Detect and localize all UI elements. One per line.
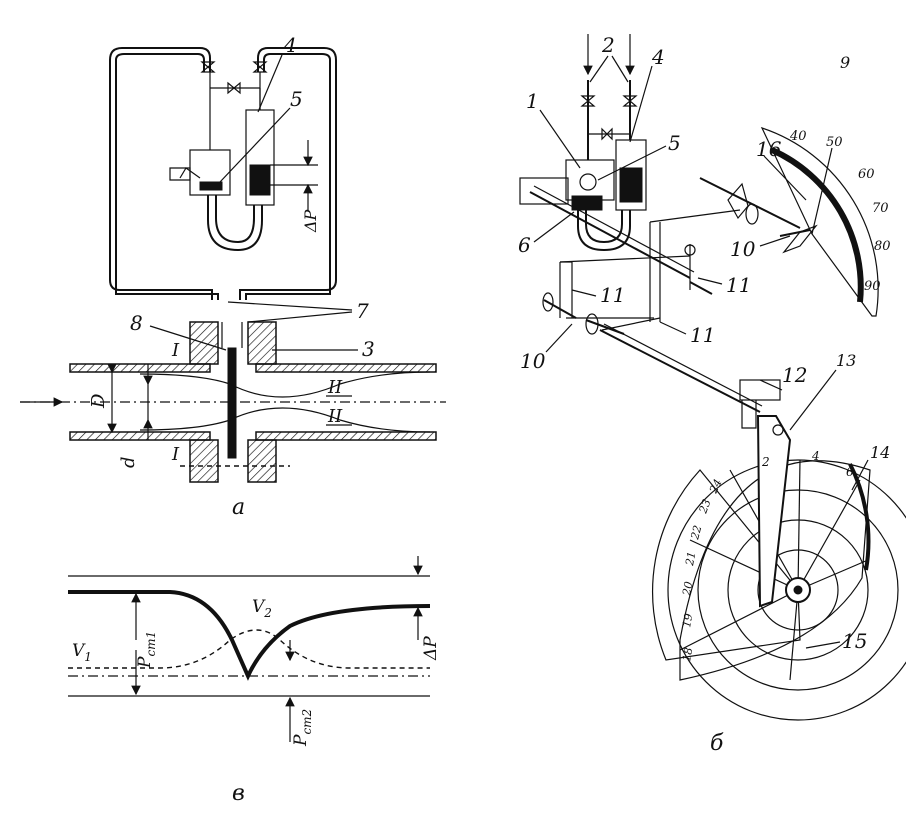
- label-a-5: 5: [290, 87, 303, 111]
- pipe-wall-top-left: [69, 363, 211, 373]
- dial-tick-50: 50: [826, 135, 843, 150]
- chart-tick-2: 2: [761, 455, 770, 469]
- label-b-4: 4: [651, 45, 665, 69]
- label-v-Pst2: Pст2: [291, 709, 314, 747]
- label-b-6: 6: [518, 233, 531, 257]
- flange-top-right: [247, 321, 277, 365]
- label-a-I-top: I: [171, 340, 180, 361]
- impulse-line-right-inner: [245, 53, 331, 300]
- rod-to-recorder: [599, 329, 761, 413]
- caption-v: в: [232, 781, 245, 806]
- label-b-10b: 10: [730, 237, 756, 261]
- panel-a: ΔP 4 5 7 D d I: [20, 33, 446, 520]
- label-b-11b: 11: [726, 273, 751, 297]
- label-a-II-top: II: [327, 377, 343, 398]
- float-chamber-b: [565, 159, 615, 201]
- u-tube-b: [577, 210, 631, 252]
- label-b-15: 15: [842, 629, 867, 653]
- dial-tick-70: 70: [872, 201, 889, 216]
- label-b-14: 14: [870, 443, 890, 462]
- label-a-3: 3: [362, 337, 375, 361]
- impulse-line-left-inner: [115, 53, 219, 300]
- pipe-wall-bottom-left: [69, 431, 211, 441]
- label-b-9: 9: [840, 53, 850, 72]
- label-v-V2: V2: [252, 597, 272, 620]
- caption-a: а: [232, 495, 245, 520]
- velocity-curve: [68, 629, 430, 669]
- chart-tick-24: 24: [707, 477, 725, 496]
- valve-left: [200, 61, 216, 73]
- label-v-dP: ΔP: [421, 636, 441, 661]
- label-b-12: 12: [782, 363, 807, 387]
- chart-tick-21: 21: [683, 550, 698, 567]
- label-v-V1: V1: [72, 641, 92, 664]
- label-b-10a: 10: [520, 349, 546, 373]
- flange-bottom-right: [247, 439, 277, 483]
- label-a-D: D: [88, 393, 109, 409]
- dial-tick-90: 90: [864, 279, 881, 294]
- dial-tick-40: 40: [789, 129, 807, 144]
- label-b-16: 16: [756, 137, 782, 161]
- label-b-11c: 11: [690, 323, 715, 347]
- label-a-dP: ΔP: [301, 209, 320, 233]
- streamline-bottom: [139, 407, 431, 433]
- dial-tick-60: 60: [858, 167, 875, 182]
- chart-tick-18: 18: [680, 646, 695, 662]
- chart-tick-23: 23: [696, 497, 713, 516]
- lever-11-mid: [649, 222, 661, 322]
- label-b-11a: 11: [600, 283, 625, 307]
- caption-b: б: [710, 731, 724, 756]
- panel-v: Pст1 V1 V2 Pст2 ΔP в: [68, 556, 441, 806]
- shaft-main: [529, 191, 691, 279]
- label-b-5: 5: [668, 131, 681, 155]
- chart-tick-19: 19: [680, 612, 695, 628]
- dial-needle: [811, 147, 833, 235]
- recorder-chart-15: [679, 460, 871, 681]
- indicator-dial-9: [760, 126, 879, 317]
- panel-b: 2 1 4 5 6: [518, 33, 906, 756]
- flange-bottom-left: [189, 439, 219, 483]
- pen-arm-13: [756, 415, 792, 608]
- label-b-13: 13: [836, 351, 856, 370]
- label-b-2: 2: [601, 33, 615, 57]
- label-a-8: 8: [130, 311, 143, 335]
- pointer-10: [782, 224, 818, 254]
- pipe-wall-bottom-right: [255, 431, 437, 441]
- carriage-12: [739, 379, 781, 401]
- chart-tick-22: 22: [688, 524, 704, 542]
- pressure-curve: [68, 590, 431, 681]
- vessel-4: [245, 109, 275, 206]
- dial-scale-arc: [770, 147, 864, 303]
- float-vessel-4: [249, 164, 271, 196]
- valve-equalizing: [227, 81, 241, 95]
- chart-tick-4: 4: [811, 449, 820, 463]
- chart-tick-20: 20: [680, 580, 695, 597]
- chart-sector-left: [652, 469, 801, 661]
- dial-tick-80: 80: [874, 239, 891, 254]
- streamline-top: [139, 371, 431, 398]
- label-a-d: d: [118, 456, 139, 468]
- label-b-1: 1: [526, 89, 539, 113]
- orifice-plate: [227, 347, 237, 459]
- chart-tick-6: 6: [846, 465, 854, 479]
- label-a-II-bottom: II: [327, 406, 343, 427]
- u-tube: [207, 195, 263, 252]
- pipe-wall-top-right: [255, 363, 437, 373]
- valve-right: [252, 61, 268, 73]
- impulse-line-right-outer: [239, 47, 337, 300]
- label-a-4: 4: [283, 33, 297, 57]
- label-v-Pst1: Pст1: [135, 631, 158, 669]
- label-a-I-bottom: I: [171, 444, 180, 465]
- chart-grid: [667, 459, 906, 721]
- chart-edge-14: [848, 463, 871, 571]
- impulse-line-left-outer: [109, 47, 213, 300]
- label-a-7: 7: [356, 299, 369, 323]
- base-plate: [519, 177, 569, 205]
